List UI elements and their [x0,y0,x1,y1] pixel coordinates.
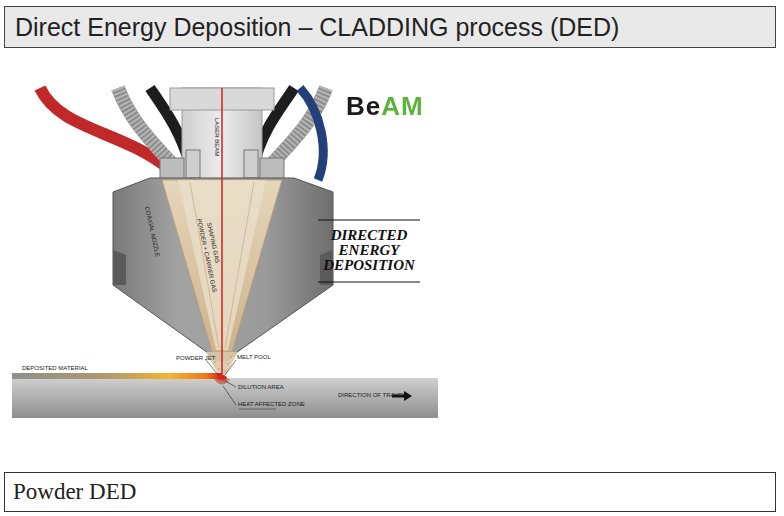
underline [239,409,276,410]
leader-line [206,360,219,376]
nozzle-notch [113,250,126,285]
part-label: DILUTION AREA [238,384,284,391]
part-label: HEAT AFFECTED ZONE [238,401,305,408]
cone-line [225,182,254,348]
part-label: COAXIAL NOZZLE [143,206,160,257]
dilution-area [214,379,230,385]
part-label: POWDER JET [176,355,215,362]
process-title: DIRECTED ENERGY DEPOSITION [317,228,421,273]
substrate [12,378,438,418]
braided-hose [118,88,176,168]
fitting [260,158,284,180]
deposited-layer [12,373,222,379]
text-box: Powder DED [4,472,776,512]
leader-line [225,360,236,375]
fitting [160,158,184,180]
part-label: DIRECTION OF TRAVEL [338,392,405,399]
rule-line [318,281,420,282]
rule-line [318,219,420,220]
part-label: MELT POOL [237,354,271,361]
part-label: LASER BEAM [213,118,220,156]
part-label: DEPOSITED MATERIAL [22,365,88,372]
illustration-frame [12,88,438,418]
leader-line [225,381,236,387]
braided-hose-texture [118,88,176,168]
brand-logo: BeAM [346,92,424,120]
fitting [244,150,258,178]
blue-hose [300,88,323,180]
title-bar: Direct Energy Deposition – CLADDING proc… [4,6,776,48]
box-text: Powder DED [13,478,136,506]
laser-beam [221,88,223,378]
cone-line [190,182,219,348]
leader-line [223,386,236,405]
fitting [186,150,200,178]
nozzle-body [113,178,333,360]
